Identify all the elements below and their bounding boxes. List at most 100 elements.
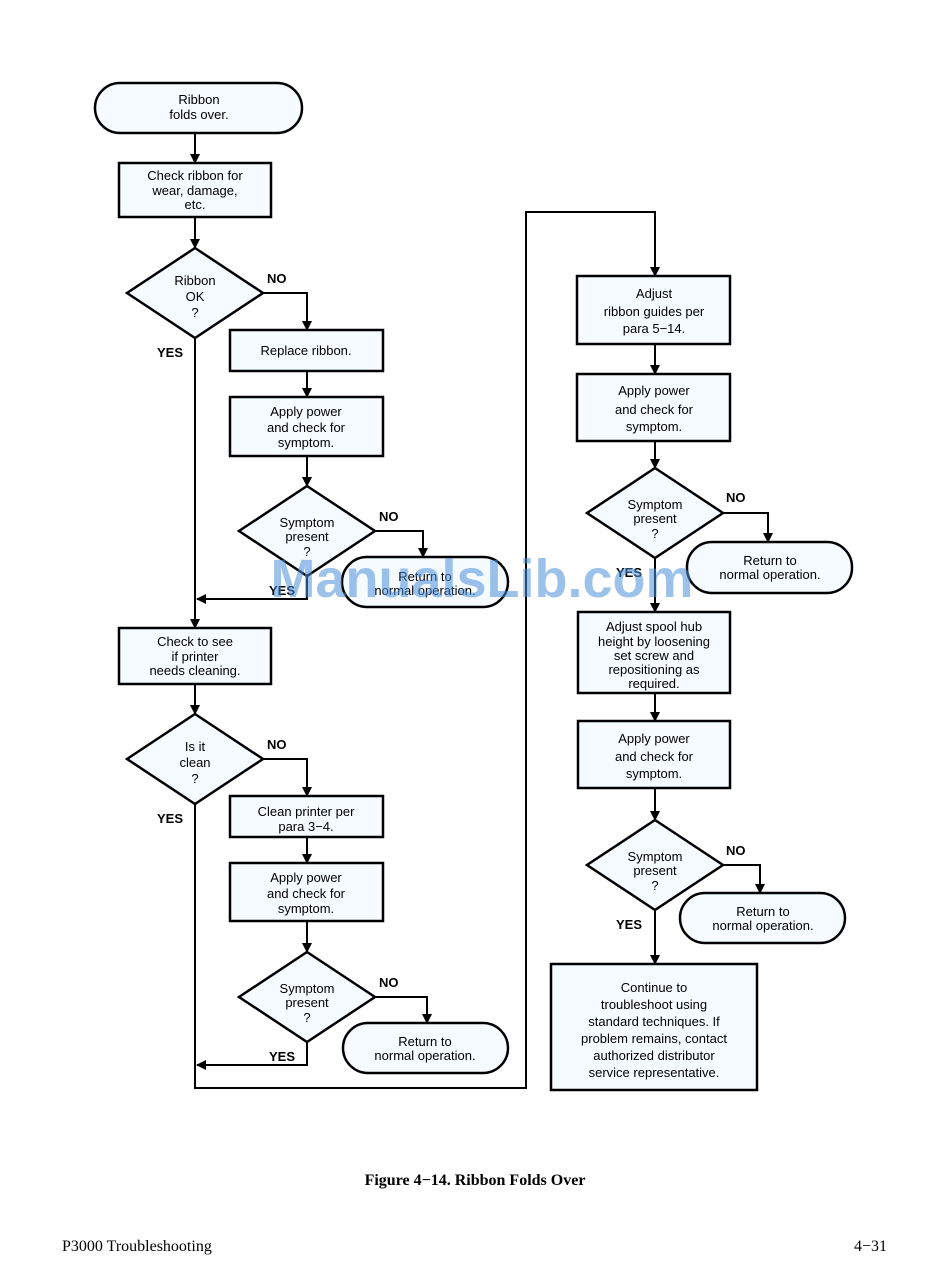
symptom-3-line: ? xyxy=(651,526,658,541)
watermark: ManualsLib.com xyxy=(270,549,693,609)
is-clean-line: clean xyxy=(179,755,210,770)
adjust-guides-line: para 5−14. xyxy=(623,321,686,336)
return-1-line: normal operation. xyxy=(374,583,475,598)
apply-power-4-text: Apply power and check for symptom. xyxy=(615,731,694,781)
decision-is-clean xyxy=(124,712,266,806)
return-3-line: Return to xyxy=(743,553,796,568)
is-clean-line: ? xyxy=(191,771,198,786)
apply-power-4-line: Apply power xyxy=(618,731,690,746)
apply-power-4-line: symptom. xyxy=(626,766,682,781)
continue-line: problem remains, contact xyxy=(581,1031,727,1046)
edge-isclean-no xyxy=(263,758,312,797)
adjust-spool-line: required. xyxy=(628,676,679,691)
adjust-spool-line: repositioning as xyxy=(608,662,700,677)
decision-symptom-2 xyxy=(236,950,378,1044)
label-symptom-1-no: NO xyxy=(379,509,399,524)
terminal-return-2 xyxy=(341,1021,510,1075)
return-4-line: Return to xyxy=(736,904,789,919)
edge-symptom1-yes xyxy=(196,576,308,604)
continue-line: standard techniques. If xyxy=(588,1014,720,1029)
process-adjust-guides xyxy=(575,274,732,346)
check-ribbon-line: Check ribbon for xyxy=(147,168,243,183)
symptom-4-line: present xyxy=(633,863,677,878)
symptom-1-line: ? xyxy=(303,544,310,559)
symptom-2-line: ? xyxy=(303,1010,310,1025)
check-ribbon-line: etc. xyxy=(185,197,206,212)
continue-line: authorized distributor xyxy=(593,1048,715,1063)
edge-symptom1-no xyxy=(375,530,428,558)
check-cleaning-line: Check to see xyxy=(157,634,233,649)
label-is-clean-yes: YES xyxy=(157,811,183,826)
process-apply-power-1 xyxy=(228,395,385,458)
symptom-4-line: ? xyxy=(651,878,658,893)
adjust-guides-line: ribbon guides per xyxy=(604,304,705,319)
return-2-line: Return to xyxy=(398,1034,451,1049)
edge-symptom2-yes xyxy=(196,1042,308,1070)
edge-symptom2-no xyxy=(375,996,432,1024)
return-1-line: Return to xyxy=(398,569,451,584)
start-line: Ribbon xyxy=(178,92,219,107)
decision-ribbon-ok xyxy=(124,246,266,340)
label-symptom-3-yes: YES xyxy=(616,565,642,580)
apply-power-2-line: and check for xyxy=(267,886,346,901)
process-apply-power-4 xyxy=(576,719,732,790)
apply-power-2-line: Apply power xyxy=(270,870,342,885)
adjust-spool-line: height by loosening xyxy=(598,634,710,649)
connector-lines xyxy=(190,133,773,1089)
apply-power-2-line: symptom. xyxy=(278,901,334,916)
return-3-line: normal operation. xyxy=(719,567,820,582)
replace-ribbon-line: Replace ribbon. xyxy=(260,343,351,358)
continue-text: Continue to troubleshoot using standard te… xyxy=(581,980,727,1080)
is-clean-line: Is it xyxy=(185,739,206,754)
label-symptom-2-no: NO xyxy=(379,975,399,990)
clean-printer-line: para 3−4. xyxy=(278,819,333,834)
replace-ribbon-text: Replace ribbon. xyxy=(260,343,351,358)
continue-line: Continue to xyxy=(621,980,688,995)
process-replace-ribbon xyxy=(228,328,385,373)
process-apply-power-3 xyxy=(575,372,732,443)
edge-isclean-yes xyxy=(194,211,660,1089)
apply-power-3-line: symptom. xyxy=(626,419,682,434)
ribbon-ok-line: ? xyxy=(191,305,198,320)
symptom-4-line: Symptom xyxy=(628,849,683,864)
label-ribbon-ok-no: NO xyxy=(267,271,287,286)
label-symptom-2-yes: YES xyxy=(269,1049,295,1064)
apply-power-1-line: and check for xyxy=(267,420,346,435)
process-check-cleaning xyxy=(117,626,273,686)
check-cleaning-line: needs cleaning. xyxy=(149,663,240,678)
apply-power-4-line: and check for xyxy=(615,749,694,764)
return-4-line: normal operation. xyxy=(712,918,813,933)
symptom-1-line: Symptom xyxy=(280,515,335,530)
check-cleaning-line: if printer xyxy=(172,649,220,664)
process-clean-printer xyxy=(228,794,385,839)
process-check-ribbon xyxy=(117,161,273,219)
continue-line: service representative. xyxy=(589,1065,720,1080)
label-symptom-4-yes: YES xyxy=(616,917,642,932)
start-line: folds over. xyxy=(169,107,228,122)
apply-power-1-line: symptom. xyxy=(278,435,334,450)
symptom-1-line: present xyxy=(285,529,329,544)
label-ribbon-ok-yes: YES xyxy=(157,345,183,360)
symptom-2-line: present xyxy=(285,995,329,1010)
edge-symptom4-no xyxy=(723,864,765,894)
ribbon-ok-line: Ribbon xyxy=(174,273,215,288)
clean-printer-line: Clean printer per xyxy=(258,804,355,819)
continue-line: troubleshoot using xyxy=(601,997,707,1012)
process-apply-power-2 xyxy=(228,861,385,923)
